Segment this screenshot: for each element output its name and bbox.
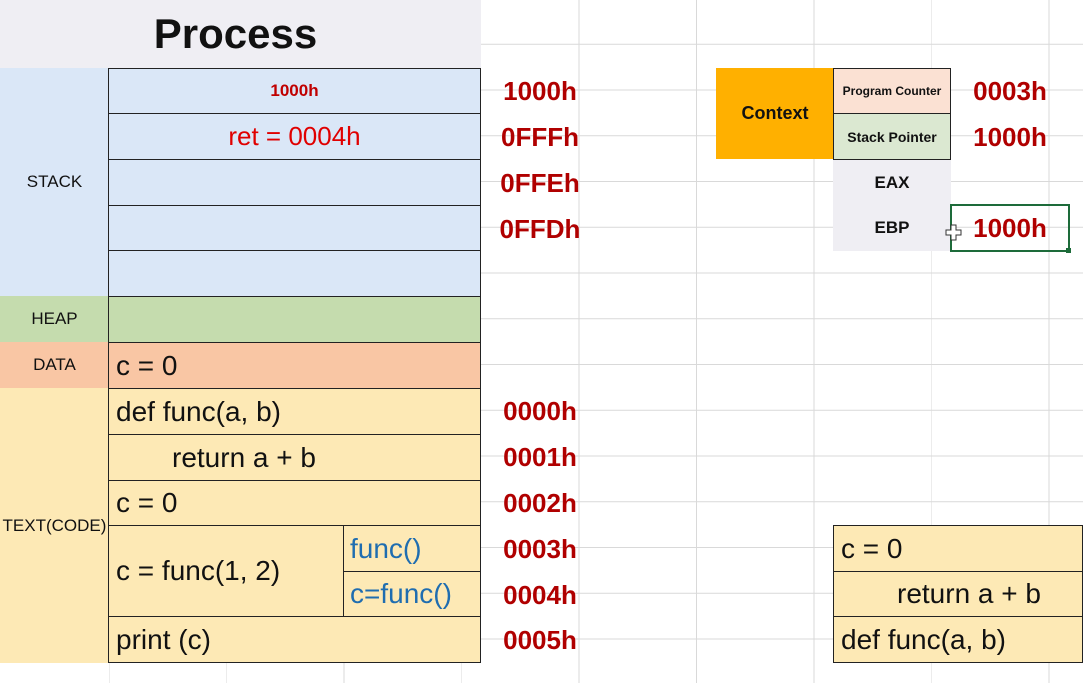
register-name-cell[interactable]: Program Counter <box>833 68 951 114</box>
register-name-cell[interactable]: EAX <box>833 160 951 205</box>
code-address[interactable]: 0005h <box>503 624 577 655</box>
segment-text-label: TEXT(CODE) <box>2 515 107 535</box>
data-cell[interactable]: c = 0 <box>108 342 481 389</box>
code-address[interactable]: 0004h <box>503 579 577 610</box>
code-subline[interactable]: c=func() <box>343 571 481 617</box>
stack-address[interactable]: 0FFFh <box>501 121 579 152</box>
register-name-cell[interactable]: EBP <box>833 205 951 251</box>
cursor-crosshair-icon <box>945 224 962 241</box>
segment-data[interactable]: DATA <box>0 342 109 388</box>
stack-cell[interactable]: ret = 0004h <box>108 113 481 160</box>
code-address[interactable]: 0000h <box>503 395 577 426</box>
stack-address[interactable]: 0FFDh <box>499 213 581 244</box>
code-address[interactable]: 0003h <box>503 533 577 564</box>
call-stack-item[interactable]: c = 0 <box>833 525 1083 572</box>
register-value[interactable]: 1000h <box>973 121 1047 152</box>
stack-cell[interactable] <box>108 205 481 251</box>
page-title: Process <box>153 10 318 57</box>
code-subline[interactable]: func() <box>343 525 481 572</box>
segment-text[interactable]: TEXT(CODE) <box>0 388 109 663</box>
register-name-cell[interactable]: Stack Pointer <box>833 113 951 160</box>
code-address[interactable]: 0002h <box>503 487 577 518</box>
segment-data-label: DATA <box>33 355 76 374</box>
code-line[interactable]: print (c) <box>108 616 481 663</box>
fill-handle[interactable] <box>1066 248 1071 253</box>
stack-address[interactable]: 1000h <box>503 75 577 106</box>
context-label: Context <box>741 103 809 123</box>
register-value[interactable] <box>951 160 1069 206</box>
stack-cell[interactable] <box>108 159 481 206</box>
code-address[interactable]: 0001h <box>503 441 577 472</box>
segment-stack-label: STACK <box>26 172 83 191</box>
code-line[interactable]: c = 0 <box>108 480 481 526</box>
call-stack-item[interactable]: return a + b <box>833 571 1083 617</box>
heap-cell[interactable] <box>108 296 481 343</box>
segment-heap-label: HEAP <box>31 309 78 328</box>
stack-cell[interactable] <box>108 250 481 297</box>
title-cell: Process <box>0 0 481 68</box>
code-line[interactable]: return a + b <box>108 434 481 481</box>
context-label-cell[interactable]: Context <box>716 68 834 159</box>
segment-heap[interactable]: HEAP <box>0 296 109 342</box>
register-value-selected[interactable]: 1000h <box>950 204 1070 252</box>
call-stack-item[interactable]: def func(a, b) <box>833 616 1083 663</box>
code-line[interactable]: c = func(1, 2) <box>108 525 344 617</box>
code-line[interactable]: def func(a, b) <box>108 388 481 435</box>
stack-address[interactable]: 0FFEh <box>500 167 580 198</box>
register-value[interactable]: 0003h <box>973 75 1047 106</box>
stack-cell[interactable]: 1000h <box>108 68 481 114</box>
segment-stack[interactable]: STACK <box>0 68 109 296</box>
